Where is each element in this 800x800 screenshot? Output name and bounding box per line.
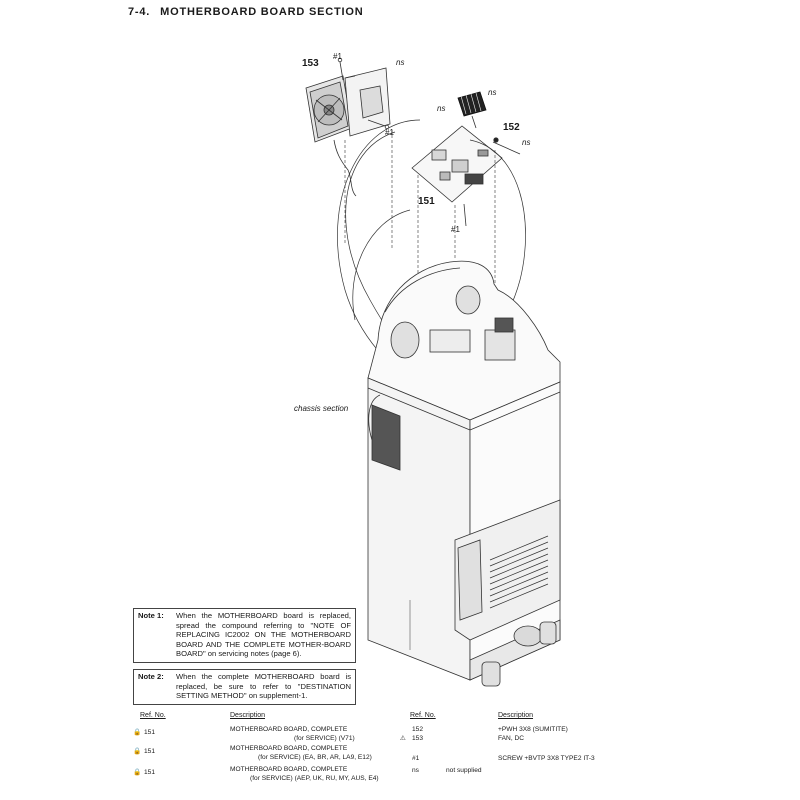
callout-screw-ref: 152 <box>503 122 520 133</box>
parts-right-ref-header: Ref. No. <box>410 712 436 719</box>
section-title: 7-4. MOTHERBOARD BOARD SECTION <box>128 6 374 18</box>
callout-board-ref: 151 <box>418 196 435 207</box>
dc-fan-drawing <box>305 75 357 197</box>
parts-left-ref-header: Ref. No. <box>140 712 166 719</box>
note-1-text: When the MOTHERBOARD board is replaced, … <box>176 611 351 659</box>
parts-left-desc-header: Description <box>230 712 266 719</box>
part-desc-line1: MOTHERBOARD BOARD, COMPLETE <box>230 766 348 773</box>
part-desc: FAN, DC <box>498 735 525 742</box>
part-ref: 151 <box>144 769 156 776</box>
callout-chassis-section: chassis section <box>294 404 349 413</box>
part-desc-line2: (for SERVICE) (V71) <box>294 735 355 742</box>
callout-fan-screw-side: #1 <box>385 128 394 137</box>
lock-icon: 🔒 <box>133 748 142 755</box>
note-2-text: When the complete MOTHERBOARD board is r… <box>176 672 351 701</box>
note-2: Note 2: When the complete MOTHERBOARD bo… <box>133 669 356 705</box>
part-ref: 151 <box>144 748 156 755</box>
callout-board-screw: #1 <box>451 225 460 234</box>
part-desc: +PWH 3X8 (SUMITITE) <box>498 726 568 733</box>
part-desc-line2: (for SERVICE) (AEP, UK, RU, MY, AUS, E4) <box>250 775 379 782</box>
lock-icon: 🔒 <box>133 769 142 776</box>
callout-heatsink-ns: ns <box>488 88 497 97</box>
chassis-drawing <box>367 260 561 687</box>
note-1: Note 1: When the MOTHERBOARD board is re… <box>133 608 356 663</box>
parts-right-desc-header: Description <box>498 712 534 719</box>
part-ref: 153 <box>412 735 424 742</box>
callout-fan-ref: 153 <box>302 58 319 69</box>
part-desc-line1: MOTHERBOARD BOARD, COMPLETE <box>230 745 348 752</box>
assembly-guide-lines <box>344 130 496 290</box>
part-ref: #1 <box>412 755 420 762</box>
motherboard-drawing <box>411 125 521 227</box>
part-desc: not supplied <box>446 767 482 774</box>
part-desc: SCREW +BVTP 3X8 TYPE2 IT-3 <box>498 755 595 762</box>
part-desc-line2: (for SERVICE) (EA, BR, AR, LA9, E12) <box>258 754 372 761</box>
heatsink-drawing <box>457 91 487 129</box>
louvers <box>489 535 549 609</box>
safety-warning-icon: ⚠ <box>400 735 406 742</box>
note-2-label: Note 2: <box>138 672 164 681</box>
callout-board-ns: ns <box>437 104 446 113</box>
lock-icon: 🔒 <box>133 729 142 736</box>
callout-cable-ns: ns <box>522 138 531 147</box>
section-title-text: MOTHERBOARD BOARD SECTION <box>160 6 364 18</box>
note-1-label: Note 1: <box>138 611 164 620</box>
section-number: 7-4. <box>128 6 151 18</box>
part-ref: 151 <box>144 729 156 736</box>
part-ref: 152 <box>412 726 424 733</box>
part-ref: ns <box>412 767 419 774</box>
callout-fan-screw-top: #1 <box>333 52 342 61</box>
fan-bracket-drawing <box>337 57 391 137</box>
callout-fan-bracket-ns: ns <box>396 58 405 67</box>
part-desc-line1: MOTHERBOARD BOARD, COMPLETE <box>230 726 348 733</box>
